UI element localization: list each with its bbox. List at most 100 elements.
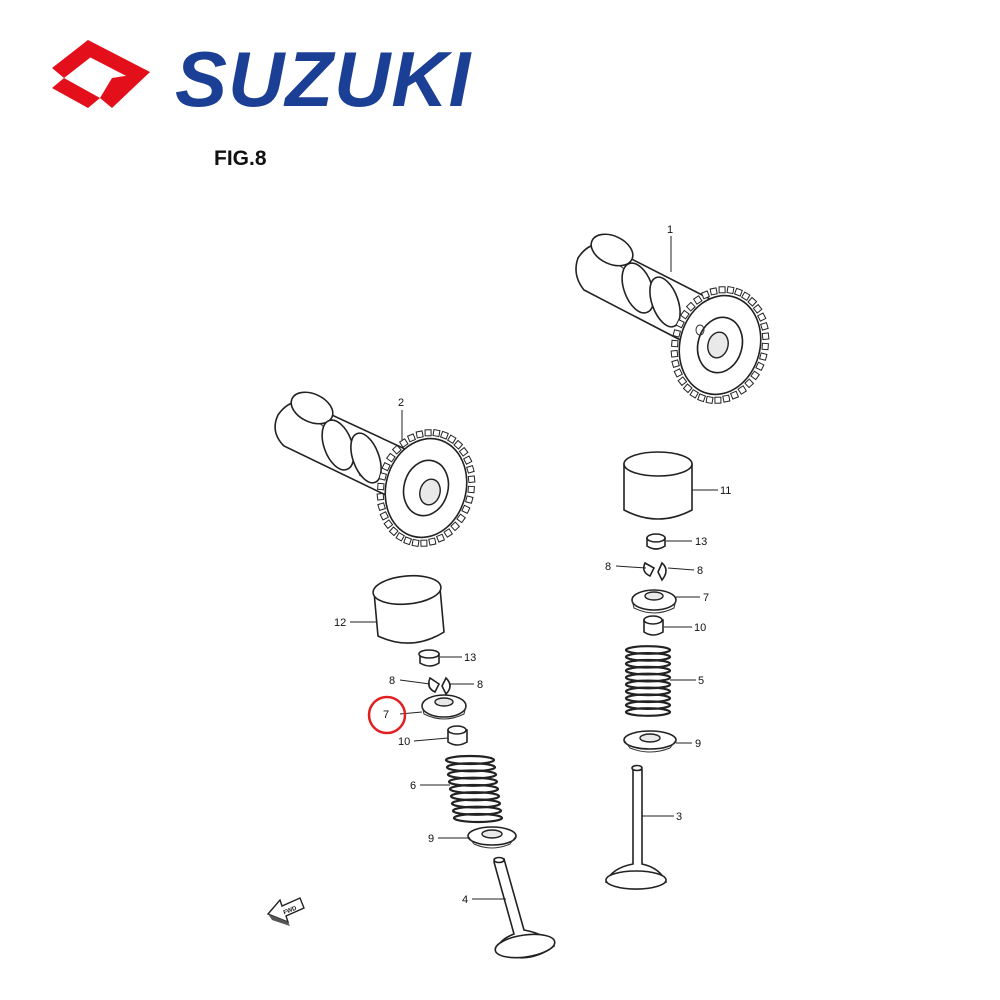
callout-7-left: 7 [383,709,389,721]
sprocket-tooth [692,295,703,305]
sprocket-tooth [677,376,688,387]
figure-title: FIG.8 [214,147,267,170]
sprocket-tooth [415,430,424,439]
sprocket-tooth [737,385,748,395]
sprocket-tooth [733,287,743,297]
sprocket-tooth [467,475,476,484]
callout-8-left-left: 8 [389,675,395,687]
sprocket-tooth [420,539,428,547]
sprocket-tooth [752,303,763,314]
valve-part-3 [604,764,668,890]
sprocket-tooth [463,455,473,465]
callout-11: 11 [720,485,731,497]
spring-part-5 [624,645,672,717]
sprocket-tooth [761,332,770,341]
sprocket-tooth [682,383,693,394]
sprocket-tooth [466,465,475,474]
sprocket-tooth [700,290,711,300]
sprocket-tooth [385,452,396,463]
callout-8-right-right: 8 [697,565,703,577]
sprocket-tooth [697,393,707,403]
spring-part-6 [444,754,504,824]
shim-part-13-right [646,533,666,550]
spring-coil [452,812,504,824]
oil-seal-part-10-left [447,725,468,746]
camshaft-part-2 [274,391,476,547]
callout-4: 4 [462,894,468,906]
tappet-part-11 [623,451,693,520]
valve-part-4 [493,856,556,959]
spring-seat-part-9-left [467,826,517,849]
sprocket-tooth [675,318,685,329]
sprocket-tooth [461,504,471,515]
sprocket-tooth [673,368,683,378]
sprocket-tooth [758,352,768,361]
callout-12: 12 [334,617,346,629]
callout-2: 2 [398,397,404,409]
sprocket-tooth [689,389,700,399]
sprocket-tooth [377,482,385,491]
sprocket-tooth [388,526,399,537]
sprocket-tooth [718,286,726,294]
sprocket-tooth [705,395,714,404]
sprocket-tooth [464,495,474,504]
fwd-arrow-icon: FWD [266,897,305,926]
sprocket-tooth [760,322,769,331]
sprocket-tooth [435,533,446,543]
sprocket-tooth [671,359,680,368]
shim-part-13-left [418,649,440,667]
cotter-part-8-right [643,561,667,582]
sprocket-tooth [467,485,475,494]
sprocket-tooth [750,370,761,381]
sprocket-tooth [729,390,740,400]
sprocket-tooth [376,492,385,501]
sprocket-tooth [744,378,755,389]
leader-lines [350,236,718,900]
callout-1: 1 [667,224,673,236]
suzuki-logo-icon [52,40,150,108]
sprocket-tooth [679,309,690,320]
brand-name: SUZUKI [175,35,472,123]
callout-5: 5 [698,675,704,687]
sprocket-tooth [755,361,765,372]
sprocket-tooth [424,429,432,437]
sprocket-tooth [411,538,420,547]
spring-seat-part-9-right [623,730,677,753]
callout-8-left-right: 8 [477,679,483,691]
sprocket-tooth [722,394,731,403]
sprocket-tooth [406,433,417,443]
sprocket-tooth [709,287,718,296]
tappet-part-12 [372,574,445,644]
sprocket-tooth [403,536,413,546]
oil-seal-part-10-right [643,615,664,636]
sprocket-tooth [740,291,751,301]
sprocket-tooth [726,286,735,295]
sprocket-tooth [379,511,389,521]
sprocket-tooth [395,532,406,542]
callout-9-left: 9 [428,833,434,845]
sprocket-tooth [757,312,767,322]
callout-10-right: 10 [694,622,706,634]
callout-13-left: 13 [464,652,476,664]
sprocket-tooth [761,342,769,351]
sprocket-tooth [443,528,454,538]
cotter-part-8-left [428,676,451,696]
sprocket-tooth [432,429,441,438]
sprocket-tooth [747,296,758,307]
callout-13-right: 13 [695,536,707,548]
callout-7-right: 7 [703,592,709,604]
highlight-circle [367,695,407,735]
sprocket-tooth [428,537,437,546]
sprocket-tooth [383,519,394,530]
sprocket-tooth [458,446,469,457]
retainer-part-7-right [631,589,677,614]
sprocket-tooth [670,349,679,358]
sprocket-tooth [671,339,679,348]
sprocket-tooth [398,438,409,448]
sprocket-tooth [391,444,402,455]
spring-coil [624,707,672,717]
sprocket-tooth [714,396,722,404]
sprocket-tooth [378,472,388,481]
callout-10-left: 10 [398,736,410,748]
